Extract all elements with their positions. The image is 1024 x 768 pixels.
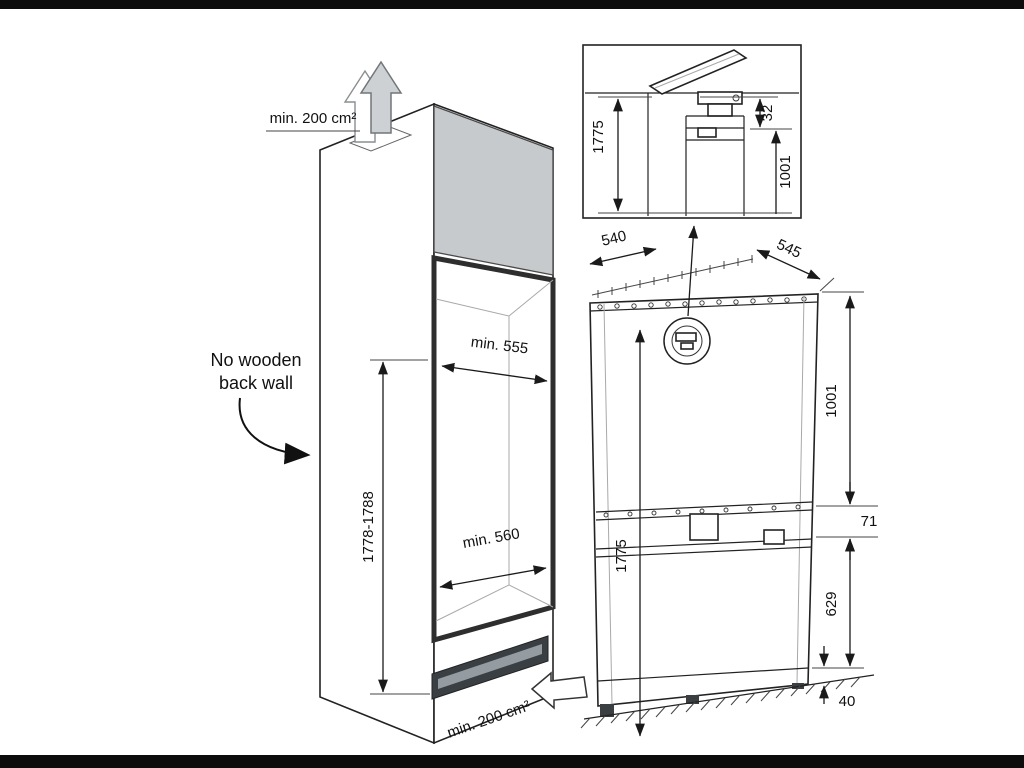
mid-rail-screws	[603, 504, 801, 518]
detail-upper-door-label: 1001	[777, 155, 794, 188]
lower-door-label: 629	[823, 591, 840, 616]
airflow-up-arrow-icon	[359, 60, 403, 134]
depth-label: 545	[774, 236, 804, 262]
upper-door-label: 1001	[823, 384, 840, 417]
detail-extension-lines	[598, 96, 792, 214]
niche-opening-frame	[431, 254, 556, 644]
mid-hinge-bracket	[689, 513, 719, 541]
detail-hinge-gap-label: 32	[759, 105, 776, 122]
top-back-edge	[591, 258, 754, 296]
detail-fridge-top	[685, 115, 745, 216]
depth-dimension	[756, 249, 821, 280]
niche-height-label: 1778-1788	[360, 491, 377, 563]
note-line2: back wall	[219, 373, 293, 393]
gap-label: 71	[861, 513, 878, 530]
mid-foot	[686, 695, 699, 704]
width-dimension	[589, 246, 657, 267]
height-label: 1775	[613, 539, 630, 572]
cabinet-top-vent-label: min. 200 cm²	[270, 110, 357, 127]
right-extension-lines	[812, 291, 878, 669]
upper-cabinet-door	[433, 105, 554, 276]
appliance-front-view: 540 545 1775 1001 71 629 40	[580, 225, 878, 737]
niche-height-extension-lines	[370, 359, 430, 695]
detail-height-label: 1775	[590, 120, 607, 153]
top-rail-screws	[597, 296, 807, 310]
top-back-edge-ticks	[597, 255, 753, 298]
width-label: 540	[600, 228, 628, 250]
depth-extension-line	[819, 277, 835, 292]
letterbox-bottom	[0, 755, 1024, 768]
niche-interior-lines	[435, 279, 554, 622]
airflow-bottom-arrow-icon	[530, 671, 588, 710]
cabinet-left-face	[319, 102, 435, 745]
plinth-label: 40	[839, 693, 856, 710]
note-line1: No wooden	[210, 350, 301, 370]
detail-cabinet-lines	[585, 92, 799, 216]
detail-callout-arrow	[687, 225, 699, 317]
callout-hinge-part	[675, 332, 697, 342]
niche-width-label: min. 555	[470, 334, 529, 358]
note-arrow	[238, 397, 311, 465]
detail-hinge-pin	[732, 94, 740, 102]
appliance-body	[589, 293, 819, 707]
letterbox-top	[0, 0, 1024, 9]
bottom-vent-slot	[438, 644, 542, 689]
door-gap-lines	[603, 294, 805, 705]
niche-depth-dimension	[439, 565, 547, 590]
hinge-detail-inset: 1775 32 1001	[582, 44, 802, 219]
detail-hinge-body	[707, 103, 733, 117]
ground-line	[583, 674, 875, 720]
lower-door-bottom-line	[597, 667, 809, 682]
niche-width-dimension	[441, 362, 548, 385]
mid-hinge-plate	[763, 529, 785, 545]
front-foot	[600, 704, 614, 717]
detail-flap-inner-line	[654, 53, 740, 89]
detail-callout-circle-outer	[663, 317, 711, 365]
detail-fridge-rail	[697, 127, 717, 138]
callout-hinge-part2	[680, 342, 694, 350]
detail-callout-circle-inner	[671, 325, 703, 357]
cabinet-isometric-view: min. 200 cm² min. 200 cm² No wooden back…	[210, 60, 588, 745]
top-rail-line	[589, 301, 819, 312]
